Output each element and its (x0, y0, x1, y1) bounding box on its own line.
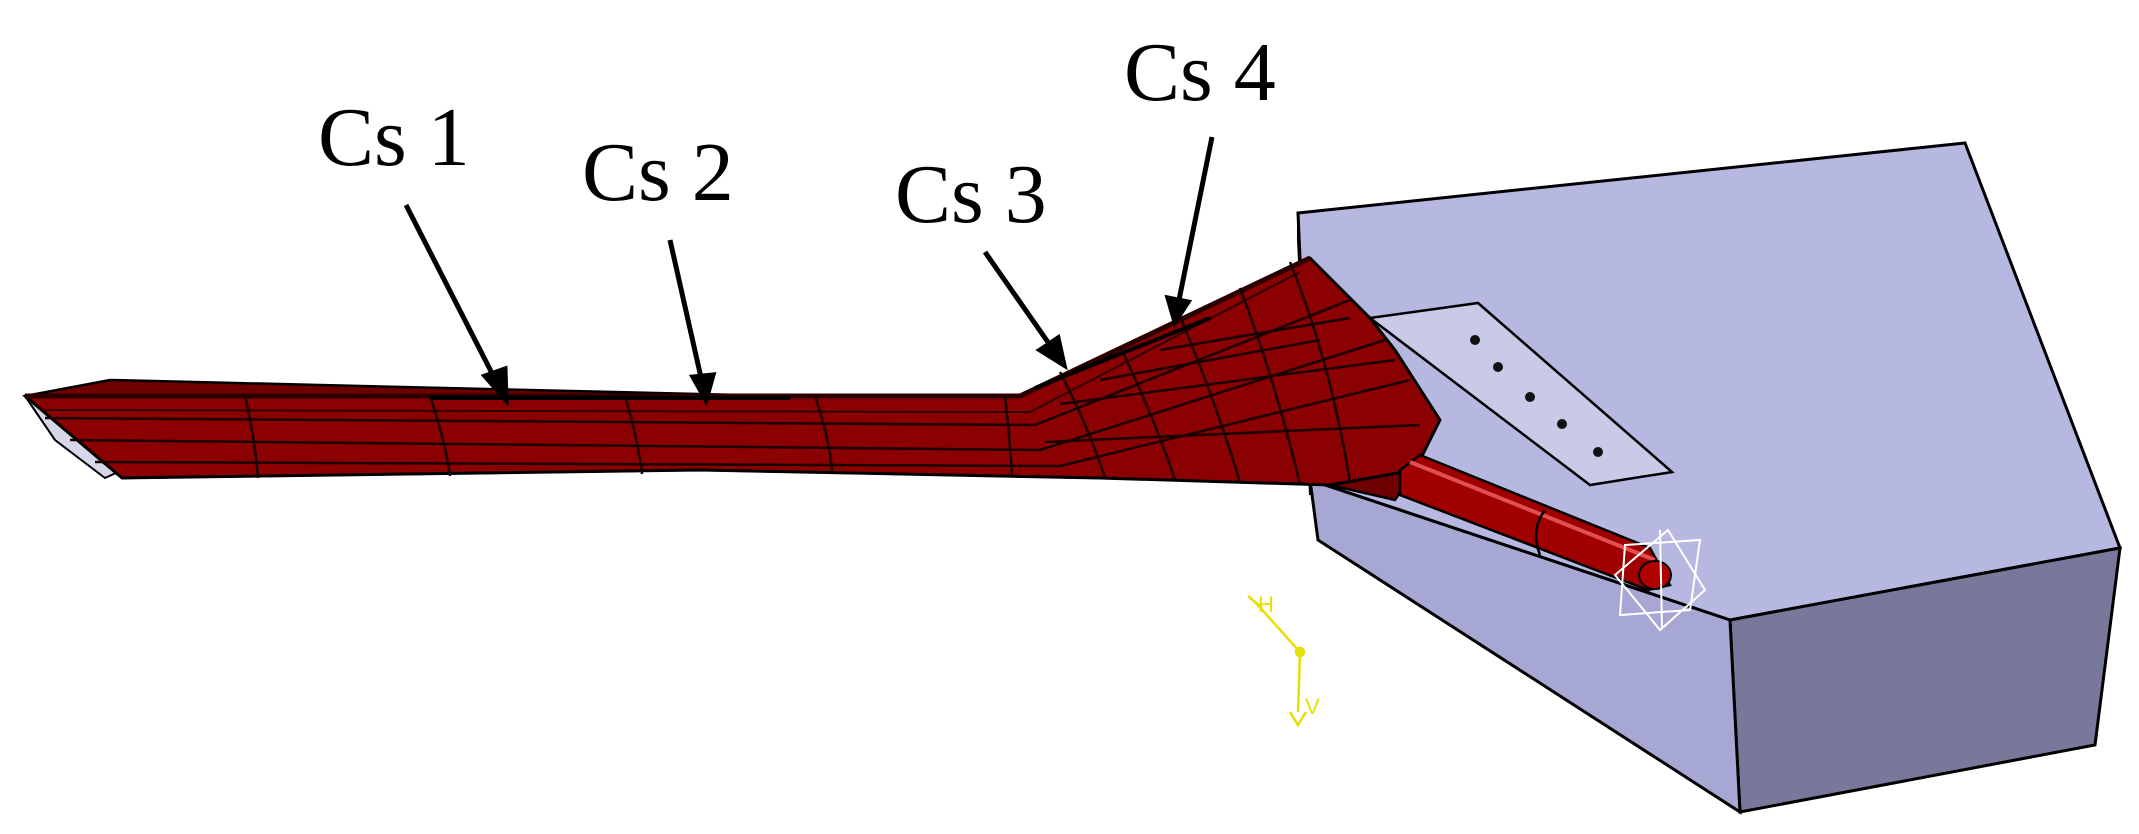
cs4-arrow-line (1175, 136, 1215, 306)
bolt-hole (1593, 447, 1603, 457)
strut (1398, 453, 1672, 592)
cs1-label: Cs 1 (318, 91, 470, 184)
reference-axis-marker (1613, 528, 1707, 632)
cs3-arrowhead (1035, 333, 1068, 371)
cs3-arrow-line (982, 250, 1055, 350)
cs2-arrowhead (688, 372, 717, 407)
cs4-arrowhead (1164, 294, 1193, 328)
attachment-plate (1366, 301, 1675, 487)
bolt-hole (1525, 392, 1535, 402)
strut-body (1398, 453, 1672, 592)
cs3-label: Cs 3 (895, 148, 1047, 241)
cs1-arrow-line (403, 203, 501, 387)
cs4-label: Cs 4 (1124, 26, 1276, 119)
axis-h-label: H (1258, 592, 1274, 617)
leading-edge (25, 255, 1312, 399)
cs2-label: Cs 2 (582, 126, 734, 219)
control-surface-hinges (430, 316, 1211, 400)
axis-v-label: V (1305, 694, 1320, 719)
rib-lines (243, 261, 1352, 485)
wing (22, 255, 1442, 502)
plate-face (1366, 301, 1675, 487)
bolt-hole (1470, 335, 1480, 345)
block-side-face (1308, 477, 1742, 815)
strut-tip (1638, 560, 1672, 590)
strut-ring (1534, 509, 1547, 556)
axis-triad (1247, 595, 1308, 728)
strut-highlight (1409, 460, 1656, 562)
cs1-arrowhead (480, 365, 509, 407)
bolt-hole (1493, 362, 1503, 372)
wing-upper-surface (23, 256, 1442, 487)
leader-arrows (403, 136, 1215, 407)
bolt-hole (1557, 419, 1567, 429)
cs2-arrow-line (667, 239, 705, 383)
